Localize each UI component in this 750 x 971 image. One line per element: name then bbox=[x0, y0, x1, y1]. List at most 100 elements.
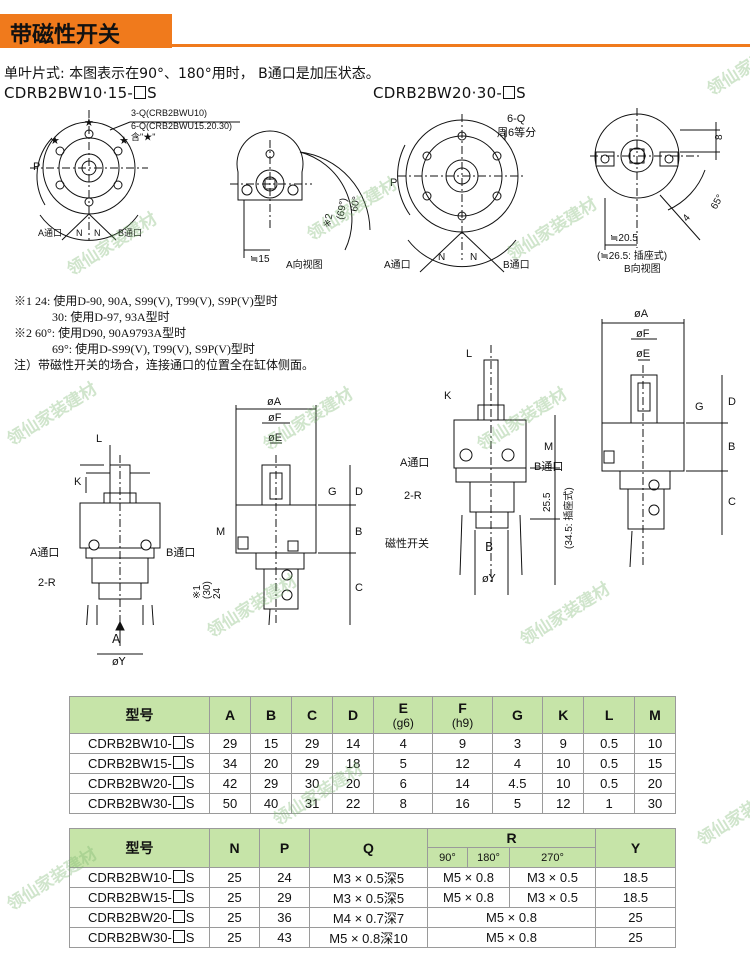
label-b-port-side-right: B通口 bbox=[534, 460, 563, 473]
table-cell: M5 × 0.8 bbox=[427, 907, 596, 928]
table-cell: 25 bbox=[209, 907, 260, 928]
table1-header-k: K bbox=[542, 696, 585, 734]
label-M-left: M bbox=[216, 526, 225, 538]
table-cell: M3 × 0.5 bbox=[509, 887, 596, 908]
table1-header-l: L bbox=[583, 696, 635, 734]
label-dim8: 8 bbox=[714, 134, 725, 140]
label-phiE-left: øE bbox=[268, 432, 282, 444]
table-cell: 0.5 bbox=[583, 773, 635, 794]
table-cell: 6 bbox=[373, 773, 434, 794]
table-cell: 18.5 bbox=[595, 867, 676, 888]
dimension-table-2: 型号 N P Q R Y 90° 180° 270° CDRB2BW10-S 2… bbox=[69, 828, 676, 948]
table-cell: CDRB2BW15-S bbox=[69, 753, 210, 774]
table-cell: 29 bbox=[208, 733, 252, 754]
table-cell: 31 bbox=[291, 793, 334, 814]
label-a-port-right: A通口 bbox=[384, 259, 411, 271]
table-cell: 24 bbox=[259, 867, 310, 888]
table1-header-model: 型号 bbox=[69, 696, 210, 734]
table-cell: CDRB2BW10-S bbox=[69, 867, 210, 888]
table-cell: 1 bbox=[583, 793, 635, 814]
label-G-left: G bbox=[328, 486, 337, 498]
svg-text:★: ★ bbox=[50, 135, 60, 147]
table-cell: 25 bbox=[209, 927, 260, 948]
table1-header-d: D bbox=[332, 696, 375, 734]
label-a-port-left: A通口 bbox=[38, 228, 62, 238]
note-2: 30: 使用D-97, 93A型时 bbox=[52, 310, 170, 324]
label-b-port-left: B通口 bbox=[118, 228, 142, 238]
label-6q-right: 6-Q bbox=[507, 113, 526, 125]
label-C-left: C bbox=[355, 582, 363, 594]
svg-text:★: ★ bbox=[119, 135, 129, 147]
label-phiA-right: øA bbox=[634, 308, 649, 320]
table-cell: 15 bbox=[633, 753, 677, 774]
label-q-note: 含"★" bbox=[131, 131, 155, 142]
note-3: ※2 60°: 使用D90, 90A9793A型时 bbox=[14, 326, 187, 340]
table-cell: M5 × 0.8深10 bbox=[309, 927, 428, 948]
section-title-bar: 带磁性开关 bbox=[0, 14, 172, 48]
drawing-left-a-view bbox=[230, 130, 371, 258]
table-cell: 20 bbox=[633, 773, 677, 794]
notes: ※1 24: 使用D-90, 90A, S99(V), T99(V), S9P(… bbox=[14, 293, 314, 373]
label-dim25-5: 25.5 bbox=[542, 492, 553, 512]
table-cell: CDRB2BW30-S bbox=[69, 793, 210, 814]
table2-header-y: Y bbox=[595, 828, 676, 868]
label-K-left: K bbox=[74, 476, 82, 488]
label-2r-right: 2-R bbox=[404, 490, 422, 502]
table-cell: 9 bbox=[542, 733, 585, 754]
table1-header-b: B bbox=[250, 696, 293, 734]
drawing-left-side bbox=[79, 445, 161, 625]
label-ang65: 65° bbox=[709, 193, 726, 212]
table-cell: 14 bbox=[332, 733, 375, 754]
side-view-arrows bbox=[97, 620, 143, 655]
label-L-right: L bbox=[466, 348, 472, 360]
label-D-right: D bbox=[728, 396, 736, 408]
table-cell: M5 × 0.8 bbox=[427, 927, 596, 948]
table-cell: 4 bbox=[373, 733, 434, 754]
label-phiE-right: øE bbox=[636, 348, 650, 360]
label-a-port-side-right: A通口 bbox=[400, 456, 429, 469]
table-cell: 8 bbox=[373, 793, 434, 814]
label-B-arrow-right: B bbox=[485, 540, 494, 554]
label-mag-switch-right: 磁性开关 bbox=[385, 536, 429, 550]
label-b-port-side-left: B通口 bbox=[166, 546, 195, 559]
table-cell: CDRB2BW20-S bbox=[69, 907, 210, 928]
drawing-right-b-view bbox=[590, 108, 720, 250]
table-cell: CDRB2BW10-S bbox=[69, 733, 210, 754]
top-drawings: 3-Q(CRB2BWU10) 6-Q(CRB2BWU15.20.30) 含"★"… bbox=[30, 108, 726, 275]
note-4: 69°: 使用D-S99(V), T99(V), S9P(V)型时 bbox=[52, 342, 255, 356]
label-plug-note: (34.5: 插座式) bbox=[562, 487, 575, 549]
label-L-left: L bbox=[96, 433, 102, 445]
label-dim15: ≒15 bbox=[250, 254, 270, 265]
table-cell: 30 bbox=[633, 793, 677, 814]
model-label-right: CDRB2BW20·30-S bbox=[373, 84, 526, 102]
table-cell: 0.5 bbox=[583, 753, 635, 774]
label-dim4: 4 bbox=[681, 212, 693, 224]
label-6q: 6-Q(CRB2BWU15.20.30) bbox=[131, 121, 232, 131]
table2-header-p: P bbox=[259, 828, 310, 868]
table-cell: 42 bbox=[208, 773, 252, 794]
drawing-left-detail bbox=[235, 405, 356, 625]
table-cell: 15 bbox=[250, 733, 293, 754]
label-ang-note: ※2 bbox=[322, 212, 335, 228]
table-cell: 5 bbox=[373, 753, 434, 774]
table2-header-row: 型号 N P Q R Y bbox=[69, 828, 676, 868]
label-n-right-2: N bbox=[470, 252, 477, 263]
label-ang60: 60° bbox=[349, 196, 362, 213]
svg-text:★: ★ bbox=[84, 117, 94, 129]
section-header: 带磁性开关 bbox=[0, 14, 750, 48]
table-cell: 16 bbox=[432, 793, 493, 814]
table-cell: 4 bbox=[491, 753, 544, 774]
drawing-left-front bbox=[30, 110, 240, 241]
label-B-left: B bbox=[355, 526, 362, 538]
table-cell: 22 bbox=[332, 793, 375, 814]
table-cell: 34 bbox=[208, 753, 252, 774]
table-cell: CDRB2BW30-S bbox=[69, 927, 210, 948]
label-B-right: B bbox=[728, 441, 735, 453]
table-cell: 36 bbox=[259, 907, 310, 928]
label-K-right: K bbox=[444, 390, 452, 402]
table-cell: 25 bbox=[595, 927, 676, 948]
table2-subheader-row: 90° 180° 270° bbox=[70, 847, 676, 868]
